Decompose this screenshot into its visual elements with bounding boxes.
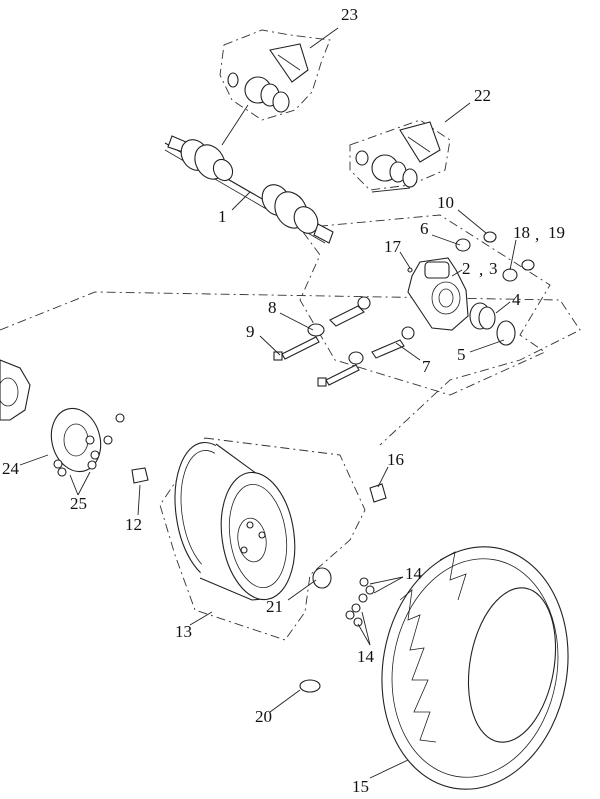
- drive-shaft: [164, 135, 334, 244]
- tire: [381, 546, 569, 790]
- callout-7: 7: [422, 357, 431, 376]
- boot-kit-22: [355, 121, 441, 188]
- callout-20: 20: [255, 707, 272, 726]
- callout-2-3-comma: ,: [479, 260, 483, 279]
- hub-spacer: [0, 359, 149, 484]
- callout-19: 19: [548, 223, 565, 242]
- callout-14-top: 14: [405, 564, 423, 583]
- callout-4: 4: [512, 290, 521, 309]
- callout-13: 13: [175, 622, 192, 641]
- callout-14-bottom: 14: [357, 647, 375, 666]
- callout-25: 25: [70, 494, 87, 513]
- callout-15: 15: [352, 777, 369, 796]
- center-cap: [299, 679, 321, 693]
- callout-5: 5: [457, 345, 466, 364]
- callout-6: 6: [420, 219, 429, 238]
- callout-24: 24: [2, 459, 20, 478]
- callout-8: 8: [268, 298, 277, 317]
- callout-9: 9: [246, 322, 255, 341]
- callout-3: 3: [489, 259, 498, 278]
- callout-10: 10: [437, 193, 454, 212]
- callout-16: 16: [387, 450, 404, 469]
- callout-23: 23: [341, 5, 358, 24]
- callout-17: 17: [384, 237, 402, 256]
- callout-labels: 23 22 1 10 6 18 , 19 17 2 , 3 4 8 9 5 7 …: [2, 5, 565, 796]
- knuckle-assembly: [273, 231, 535, 387]
- boot-kit-23: [227, 43, 309, 113]
- callout-22: 22: [474, 86, 491, 105]
- lug-nuts: [345, 577, 375, 627]
- valve-stem: [369, 483, 387, 503]
- callout-21: 21: [266, 597, 283, 616]
- callout-18: 18: [513, 223, 530, 242]
- callout-18-19-comma: ,: [535, 225, 539, 244]
- leader-lines: [19, 27, 517, 779]
- wheel-rim: [174, 441, 332, 601]
- callout-1: 1: [218, 207, 227, 226]
- callout-2: 2: [462, 259, 471, 278]
- callout-12: 12: [125, 515, 142, 534]
